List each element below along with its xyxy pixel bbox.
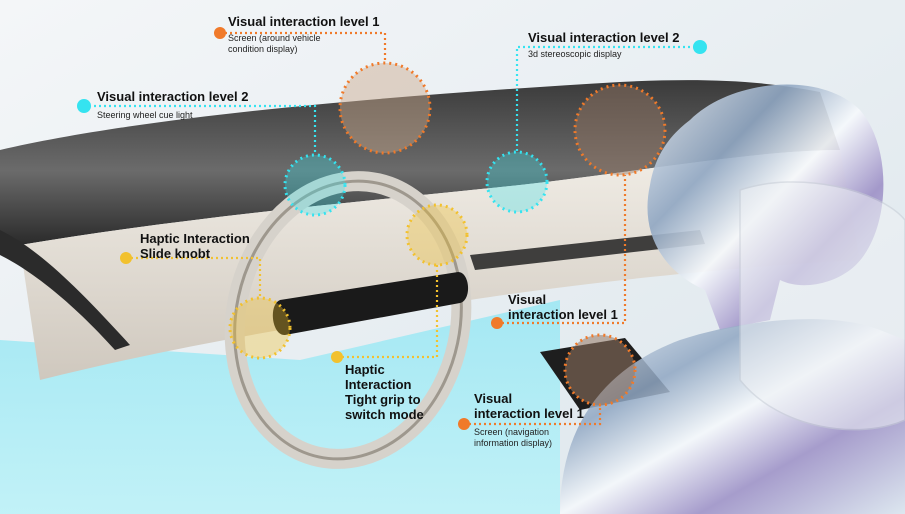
leader-center-level1 [497,175,627,325]
label-steering-light-sub: Steering wheel cue light [97,110,193,120]
dot-center-level1 [491,317,503,329]
label-slide-knob-line1: Haptic Interaction [140,231,250,246]
highlight-tight-grip [228,296,292,360]
label-navigation: Visual interaction level 1 Screen (navig… [474,391,584,449]
label-slide-knob-line2: Slide knobt [140,246,211,261]
highlight-navigation-screen [563,333,637,407]
leader-tight-grip [337,265,439,359]
glass-driver-figure [560,84,905,514]
label-center-level1: Visual interaction level 1 [508,292,618,322]
leader-navigation [464,405,602,426]
label-screen-vehicle: Visual interaction level 1 Screen (aroun… [228,14,380,55]
highlight-screen-vehicle [338,61,432,155]
leader-slide-knob [126,256,262,298]
label-center-level1-line2: interaction level 1 [508,307,618,322]
dashboard-wing [0,230,130,350]
highlight-slide-knob [405,203,469,267]
highlight-stereo-display [573,83,667,177]
dot-screen-vehicle [214,27,226,39]
steering-wheel-hub [272,272,469,336]
label-center-level1-line1: Visual [508,292,547,307]
label-tight-grip-line2: Interaction [345,377,412,392]
label-steering-light-title: Visual interaction level 2 [97,89,249,104]
label-slide-knob: Haptic Interaction Slide knobt [140,231,250,261]
label-screen-vehicle-sub1: Screen (around vehicle [228,33,321,43]
label-tight-grip-line3: Tight grip to [345,392,421,407]
label-navigation-line1: Visual [474,391,513,406]
dot-tight-grip [331,351,343,363]
label-tight-grip-line1: Haptic [345,362,385,377]
label-tight-grip: Haptic Interaction Tight grip to switch … [345,362,424,422]
label-stereo-display-title: Visual interaction level 2 [528,30,680,45]
highlight-steering-light [283,153,347,217]
dot-stereo-display [693,40,707,54]
dot-navigation [458,418,470,430]
label-steering-light: Visual interaction level 2 Steering whee… [97,89,249,121]
leader-screen-vehicle [220,31,387,63]
label-navigation-sub2: information display) [474,438,553,448]
dot-steering-light [77,99,91,113]
label-stereo-display-sub: 3d stereoscopic display [528,49,622,59]
label-navigation-line2: interaction level 1 [474,406,584,421]
label-screen-vehicle-sub2: condition display) [228,44,298,54]
label-screen-vehicle-title: Visual interaction level 1 [228,14,380,29]
dashboard-top [0,80,840,245]
steering-wheel-rim-shade [233,179,463,461]
label-navigation-sub1: Screen (navigation [474,427,550,437]
label-tight-grip-line4: switch mode [345,407,424,422]
leader-stereo-display [515,45,700,152]
vent-strip [470,230,705,270]
leader-steering-light [84,104,317,155]
label-stereo-display: Visual interaction level 2 3d stereoscop… [528,30,680,60]
dot-slide-knob [120,252,132,264]
highlight-3d-display [485,150,549,214]
